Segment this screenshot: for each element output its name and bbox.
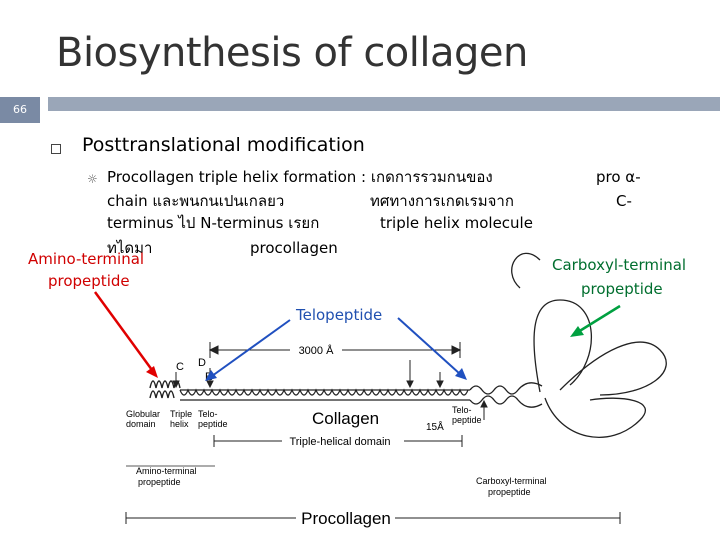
slide-header-bar	[48, 97, 720, 111]
sun-bullet-icon: ☼	[87, 172, 98, 186]
sub-line-1: Procollagen triple helix formation : เกด…	[107, 168, 493, 186]
globular-domain-squiggle	[149, 380, 181, 399]
length-dimension	[208, 342, 462, 358]
telopeptide-left-label: Telo-peptide	[198, 409, 228, 429]
sub-line-c-terminus: C-	[616, 192, 632, 210]
square-bullet-icon	[51, 144, 61, 154]
slide-number: 66	[0, 97, 40, 123]
blue-arrows	[205, 317, 467, 381]
sub-line-3b: triple helix molecule	[380, 214, 533, 232]
red-arrow	[93, 291, 158, 378]
length-label: 3000 Å	[299, 344, 335, 357]
collagen-label: Collagen	[312, 409, 379, 428]
sub-line-3a: terminus ไป N-terminus เรยก	[107, 214, 320, 232]
procollagen-bracket	[125, 512, 621, 524]
sub-line-4b: procollagen	[250, 239, 338, 257]
triple-helix-rod	[179, 388, 470, 401]
sub-line-2b: ทศทางการเกดเรมจาก	[370, 192, 514, 210]
letter-d: D	[198, 357, 206, 369]
amino-terminal-label-2: propeptide	[48, 272, 130, 290]
triple-helical-domain-bracket	[213, 435, 463, 447]
telopeptide-label: Telopeptide	[296, 306, 383, 324]
procollagen-label: Procollagen	[301, 509, 391, 528]
carboxyl-terminal-label-2: propeptide	[581, 280, 663, 298]
green-arrow	[570, 304, 621, 337]
bullet-posttranslational: Posttranslational modification	[82, 134, 365, 156]
width-label: 15Å	[426, 420, 444, 433]
carboxyl-propeptide-shape	[469, 252, 667, 438]
sub-line-2a: chain และพนกนเปนเกลยว	[107, 192, 285, 210]
carboxyl-terminal-label: Carboxyl-terminal	[552, 256, 687, 274]
telopeptide-right-label: Telo-peptide	[452, 405, 482, 425]
sub-line-pro-alpha: pro α-	[596, 168, 641, 186]
letter-c: C	[176, 361, 184, 373]
slide-title: Biosynthesis of collagen	[56, 30, 528, 76]
triple-helical-domain-label: Triple-helical domain	[289, 436, 390, 448]
sub-line-4a: ทไดมา	[107, 239, 153, 257]
amino-terminal-label: Amino-terminal	[28, 250, 145, 268]
